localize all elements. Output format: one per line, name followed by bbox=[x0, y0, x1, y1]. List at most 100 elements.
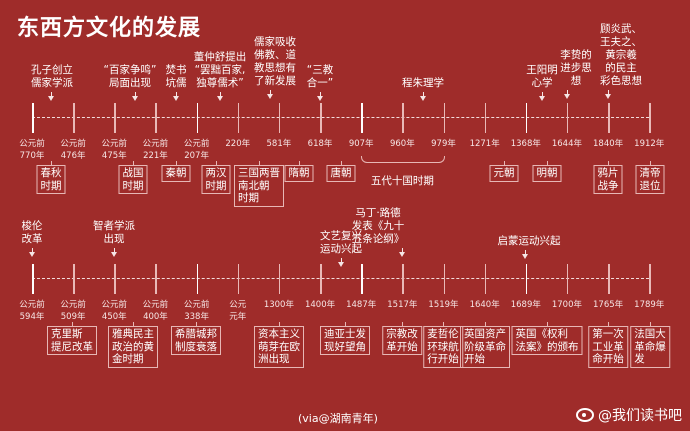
tick-mark bbox=[443, 103, 445, 133]
box-connector bbox=[345, 322, 346, 326]
event-annotation: 孔子创立 儒家学派 bbox=[31, 64, 73, 89]
tick-mark bbox=[73, 103, 75, 133]
period-box: 资本主义 萌芽在欧 洲出现 bbox=[254, 326, 304, 368]
tick-mark bbox=[155, 264, 157, 294]
tick-mark bbox=[155, 103, 157, 133]
arrow-down-icon bbox=[132, 92, 138, 101]
tick-label: 公元前 770年 bbox=[19, 139, 45, 161]
box-connector bbox=[485, 322, 486, 326]
tick-mark bbox=[196, 103, 199, 133]
tick-mark bbox=[32, 103, 34, 133]
tick-label: 1487年 bbox=[346, 300, 377, 310]
tick-mark bbox=[237, 264, 240, 294]
tick-label: 公元前 475年 bbox=[101, 139, 128, 161]
box-connector bbox=[259, 161, 260, 165]
event-annotation: 梭伦 改革 bbox=[21, 220, 43, 245]
weibo-watermark: @我们读书吧 bbox=[576, 405, 682, 425]
arrow-down-icon bbox=[564, 90, 570, 99]
tick-label: 公元前 221年 bbox=[142, 139, 169, 161]
period-box: 法国大 革命爆 发 bbox=[630, 326, 670, 368]
box-connector bbox=[299, 161, 300, 165]
period-bracket bbox=[361, 156, 446, 163]
tick-label: 公元前 400年 bbox=[142, 300, 169, 322]
event-annotation: 文艺复兴 运动兴起 bbox=[320, 230, 362, 255]
period-box: 春秋 时期 bbox=[36, 165, 66, 194]
period-box: 隋朝 bbox=[284, 165, 314, 182]
tick-label: 581年 bbox=[266, 139, 292, 149]
tick-label: 1640年 bbox=[469, 300, 500, 310]
period-box: 宗教改 革开始 bbox=[382, 326, 422, 355]
tick-mark bbox=[525, 264, 528, 294]
tick-mark bbox=[608, 264, 610, 294]
event-annotation: 马丁·路德 发表《九十 五条论纲》 bbox=[351, 207, 405, 245]
tick-label: 公元前 476年 bbox=[60, 139, 86, 161]
period-box: 两汉 时期 bbox=[201, 165, 231, 194]
tick-label: 公元前 450年 bbox=[101, 300, 128, 322]
tick-label: 1912年 bbox=[634, 139, 665, 149]
tick-label: 1689年 bbox=[510, 300, 541, 310]
tick-label: 公元前 594年 bbox=[19, 300, 45, 322]
event-annotation: 李贽的 进步思 想 bbox=[560, 49, 592, 87]
period-box: 三国两晋 南北朝 时期 bbox=[234, 165, 284, 207]
tick-mark bbox=[484, 264, 487, 294]
box-connector bbox=[72, 322, 73, 326]
box-connector bbox=[133, 322, 134, 326]
tick-label: 公元前 338年 bbox=[183, 300, 210, 322]
tick-label: 1765年 bbox=[593, 300, 624, 310]
tick-label: 公元前 509年 bbox=[60, 300, 86, 322]
tick-mark bbox=[484, 103, 487, 133]
arrow-down-icon bbox=[48, 92, 54, 101]
tick-mark bbox=[566, 103, 569, 133]
tick-mark bbox=[114, 103, 116, 133]
tick-label: 618年 bbox=[307, 139, 333, 149]
tick-mark bbox=[402, 103, 404, 133]
tick-label: 1368年 bbox=[510, 139, 541, 149]
box-connector bbox=[608, 161, 609, 165]
tick-mark bbox=[402, 264, 404, 294]
box-connector bbox=[547, 161, 548, 165]
period-box: 雅典民主 政治的黄 金时期 bbox=[108, 326, 158, 368]
source-credit: (via@湖南青年) bbox=[298, 412, 378, 425]
event-annotation: 王阳明 心学 bbox=[526, 64, 558, 89]
box-connector bbox=[196, 322, 197, 326]
arrow-down-icon bbox=[317, 92, 323, 101]
tick-mark bbox=[237, 103, 240, 133]
timeline-axis bbox=[32, 278, 650, 279]
tick-mark bbox=[114, 264, 116, 294]
arrow-down-icon bbox=[539, 92, 545, 101]
page-title: 东西方文化的发展 bbox=[17, 16, 202, 41]
weibo-handle: @我们读书吧 bbox=[598, 408, 682, 424]
event-annotation: 儒家吸收 佛教、道 教思想有 了新发展 bbox=[254, 36, 296, 87]
arrow-down-icon bbox=[522, 250, 528, 259]
period-box: 清帝 退位 bbox=[635, 165, 665, 194]
box-connector bbox=[547, 322, 548, 326]
tick-mark bbox=[525, 103, 528, 133]
period-label: 五代十国时期 bbox=[370, 175, 434, 187]
tick-label: 1700年 bbox=[551, 300, 582, 310]
event-annotation: 程朱理学 bbox=[402, 77, 444, 89]
tick-label: 1840年 bbox=[593, 139, 624, 149]
event-annotation: “三教 合一” bbox=[306, 64, 334, 89]
event-annotation: 焚书 坑儒 bbox=[165, 64, 187, 89]
tick-mark bbox=[320, 264, 322, 294]
period-box: 迪亚士发 现好望角 bbox=[320, 326, 370, 355]
timeline-axis bbox=[32, 117, 650, 118]
period-box: 英国资产 阶级革命 开始 bbox=[460, 326, 510, 368]
tick-label: 1300年 bbox=[263, 300, 294, 310]
box-connector bbox=[443, 322, 444, 326]
box-connector bbox=[279, 322, 280, 326]
period-box: 元朝 bbox=[489, 165, 519, 182]
tick-mark bbox=[278, 103, 281, 133]
arrow-down-icon bbox=[29, 248, 35, 257]
event-annotation: 启蒙运动兴起 bbox=[497, 235, 561, 247]
arrow-down-icon bbox=[605, 90, 611, 99]
tick-label: 1517年 bbox=[387, 300, 418, 310]
tick-mark bbox=[649, 264, 651, 294]
arrow-down-icon bbox=[267, 90, 273, 99]
box-connector bbox=[51, 161, 52, 165]
box-connector bbox=[650, 322, 651, 326]
event-annotation: 董仲舒提出 “罢黜百家, 独尊儒术” bbox=[193, 51, 247, 89]
tick-mark bbox=[320, 103, 322, 133]
tick-label: 220年 bbox=[225, 139, 251, 149]
tick-mark bbox=[443, 264, 445, 294]
